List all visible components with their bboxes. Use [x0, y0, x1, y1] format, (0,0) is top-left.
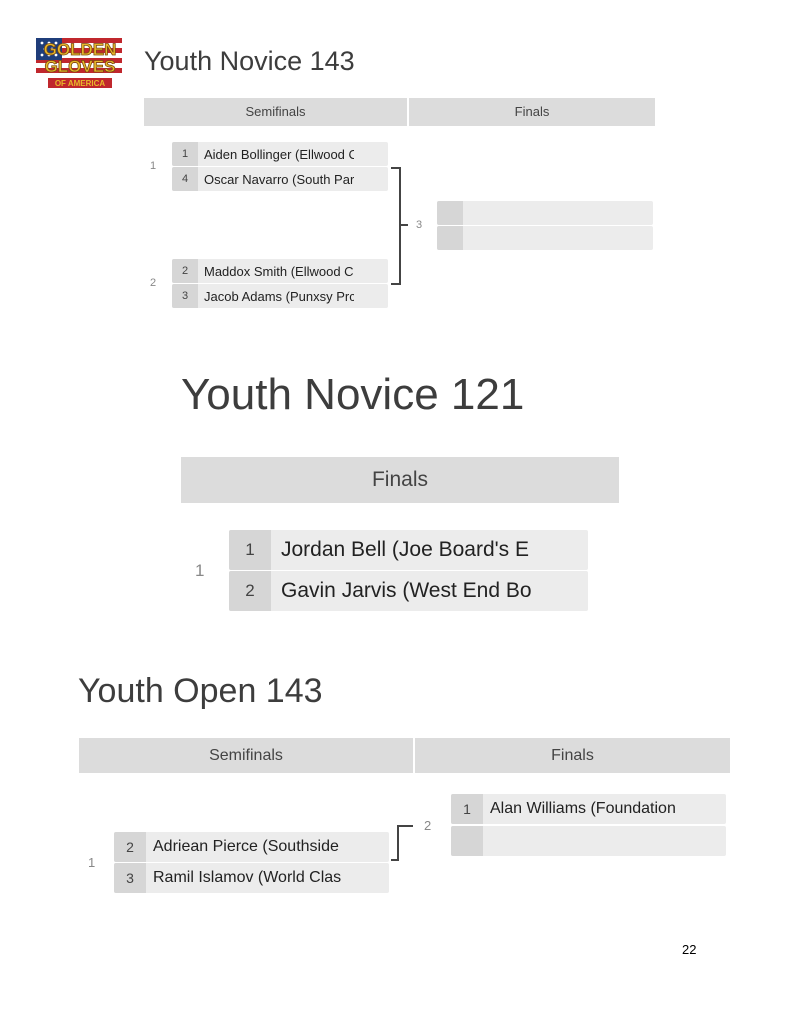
competitor-name: Oscar Navarro (South Par	[204, 171, 354, 187]
bracket-connector-stub	[397, 825, 413, 827]
match-number: 1	[150, 160, 157, 172]
competitor-slot[interactable]: 2 Adriean Pierce (Southside	[114, 832, 389, 862]
match-number: 1	[88, 855, 96, 870]
section-title-youth-novice-143: Youth Novice 143	[144, 46, 355, 76]
seed-number: 1	[172, 142, 198, 166]
seed-number: 4	[172, 167, 198, 191]
header-semifinals: Semifinals	[79, 738, 413, 773]
seed-number: 3	[172, 284, 198, 308]
competitor-slot[interactable]: 1 Alan Williams (Foundation	[451, 794, 726, 824]
competitor-name: Jordan Bell (Joe Board's E	[281, 538, 529, 561]
seed-number	[437, 226, 463, 250]
bracket-connector	[397, 825, 399, 861]
seed-number: 3	[114, 863, 146, 893]
competitor-name: Jacob Adams (Punxsy Prc	[204, 288, 354, 304]
match-number: 2	[424, 818, 432, 833]
seed-number	[437, 201, 463, 225]
svg-text:GLOVES: GLOVES	[45, 57, 116, 76]
bracket-connector-stub	[399, 224, 408, 226]
competitor-name: Maddox Smith (Ellwood C	[204, 263, 354, 279]
seed-number: 1	[229, 530, 271, 570]
header-finals: Finals	[413, 738, 730, 773]
section-title-youth-open-143: Youth Open 143	[78, 672, 323, 710]
svg-text:GOLDEN: GOLDEN	[44, 40, 117, 59]
competitor-slot[interactable]: 4 Oscar Navarro (South Par	[172, 167, 388, 191]
header-semifinals: Semifinals	[144, 98, 407, 126]
competitor-slot-empty[interactable]	[437, 226, 653, 250]
competitor-slot-empty[interactable]	[451, 826, 726, 856]
bracket-connector	[391, 167, 401, 285]
seed-number: 1	[451, 794, 483, 824]
section-title-youth-novice-121: Youth Novice 121	[181, 370, 525, 419]
seed-number: 2	[229, 571, 271, 611]
svg-text:OF AMERICA: OF AMERICA	[55, 79, 106, 88]
header-finals: Finals	[181, 457, 619, 503]
competitor-slot-empty[interactable]	[437, 201, 653, 225]
competitor-slot[interactable]: 3 Ramil Islamov (World Clas	[114, 863, 389, 893]
seed-number: 2	[114, 832, 146, 862]
competitor-slot[interactable]: 1 Aiden Bollinger (Ellwood C	[172, 142, 388, 166]
competitor-slot[interactable]: 2 Maddox Smith (Ellwood C	[172, 259, 388, 283]
competitor-name: Gavin Jarvis (West End Bo	[281, 579, 531, 602]
seed-number: 2	[172, 259, 198, 283]
competitor-slot[interactable]: 1 Jordan Bell (Joe Board's E	[229, 530, 588, 570]
competitor-name: Aiden Bollinger (Ellwood C	[204, 146, 354, 162]
match-number: 1	[195, 561, 205, 580]
competitor-slot[interactable]: 3 Jacob Adams (Punxsy Prc	[172, 284, 388, 308]
seed-number	[451, 826, 483, 856]
competitor-slot[interactable]: 2 Gavin Jarvis (West End Bo	[229, 571, 588, 611]
competitor-name: Adriean Pierce (Southside	[153, 838, 339, 855]
header-finals: Finals	[407, 98, 655, 126]
match-number: 3	[416, 219, 423, 231]
golden-gloves-logo: GOLDEN GLOVES OF AMERICA	[34, 34, 126, 92]
competitor-name: Ramil Islamov (World Clas	[153, 869, 342, 886]
bracket-connector-stub	[391, 859, 399, 861]
page-number: 22	[682, 942, 697, 957]
competitor-name: Alan Williams (Foundation	[490, 800, 676, 817]
match-number: 2	[150, 277, 157, 289]
